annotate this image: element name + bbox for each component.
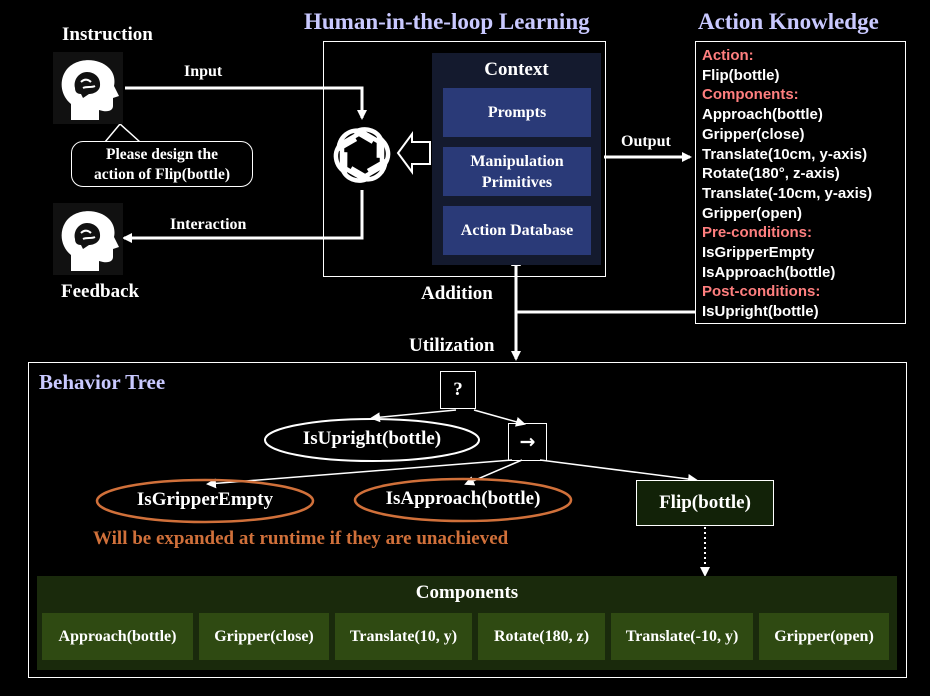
feedback-label: Feedback	[61, 281, 140, 302]
input-label: Input	[184, 63, 223, 80]
action-knowledge-item: Rotate(180°, z-axis)	[702, 165, 840, 183]
action-knowledge-header: Pre-conditions:	[702, 224, 813, 242]
behavior-tree-title: Behavior Tree	[39, 370, 166, 394]
llm-logo-icon	[328, 122, 396, 188]
feedback-head-icon	[53, 203, 123, 275]
instruction-label: Instruction	[62, 24, 153, 45]
instruction-head-icon	[53, 52, 123, 124]
interaction-label: Interaction	[170, 216, 247, 233]
context-item-action-database: Action Database	[443, 206, 591, 255]
hitl-box	[323, 41, 606, 277]
action-knowledge-item: IsUpright(bottle)	[702, 303, 819, 321]
context-item-manipulation-primitives: Manipulation Primitives	[443, 147, 591, 196]
output-label: Output	[621, 133, 671, 150]
component-translate-neg: Translate(-10, y)	[611, 613, 753, 660]
bubble-line-1: Please design the	[106, 146, 218, 163]
action-knowledge-header: Action:	[702, 47, 754, 64]
action-knowledge-item: Flip(bottle)	[702, 66, 780, 84]
action-knowledge-header: Post-conditions:	[702, 283, 821, 301]
action-knowledge-item: IsGripperEmpty	[702, 244, 815, 262]
component-gripper-open: Gripper(open)	[759, 613, 889, 660]
action-knowledge-item: IsApproach(bottle)	[702, 263, 836, 281]
runtime-expansion-note: Will be expanded at runtime if they are …	[93, 528, 509, 549]
action-knowledge-item: Translate(-10cm, y-axis)	[702, 184, 873, 202]
components-title: Components	[415, 582, 519, 603]
bubble-tail	[104, 122, 141, 143]
component-translate-pos: Translate(10, y)	[335, 613, 472, 660]
is-upright-node-shape	[264, 418, 480, 462]
action-knowledge-item: Approach(bottle)	[702, 106, 823, 124]
context-to-model-arrow	[396, 130, 431, 176]
addition-label: Addition	[421, 283, 493, 304]
is-approach-node-shape	[353, 477, 573, 523]
interaction-arrow	[122, 190, 364, 243]
context-title: Context	[484, 59, 549, 80]
input-arrow	[125, 86, 367, 120]
action-knowledge-item: Gripper(close)	[702, 125, 805, 143]
context-item-prompts: Prompts	[443, 88, 591, 137]
component-approach: Approach(bottle)	[42, 613, 193, 660]
action-knowledge-item: Gripper(open)	[702, 204, 802, 222]
instruction-bubble: Please design the action of Flip(bottle)	[71, 141, 253, 187]
behavior-tree-box	[28, 362, 907, 678]
hitl-title: Human-in-the-loop Learning	[304, 9, 590, 34]
action-knowledge-box: Action: Flip(bottle) Components: Approach(b…	[695, 41, 906, 324]
utilization-label: Utilization	[409, 335, 495, 356]
is-gripper-empty-node: IsGripperEmpty	[136, 489, 274, 510]
action-knowledge-title: Action Knowledge	[698, 9, 879, 34]
action-knowledge-header: Components:	[702, 86, 799, 104]
flip-action-node: Flip(bottle)	[636, 480, 774, 526]
fallback-node: ?	[440, 371, 476, 409]
action-knowledge-lines: Action: Flip(bottle) Components: Approach(b…	[702, 46, 905, 322]
bubble-line-2: action of Flip(bottle)	[93, 166, 231, 183]
is-gripper-empty-node-shape	[95, 478, 315, 524]
is-approach-node: IsApproach(bottle)	[385, 488, 541, 509]
is-upright-node: IsUpright(bottle)	[302, 428, 442, 449]
sequence-node: →	[508, 423, 547, 461]
component-rotate: Rotate(180, z)	[478, 613, 605, 660]
action-knowledge-item: Translate(10cm, y-axis)	[702, 145, 868, 163]
component-gripper-close: Gripper(close)	[199, 613, 329, 660]
